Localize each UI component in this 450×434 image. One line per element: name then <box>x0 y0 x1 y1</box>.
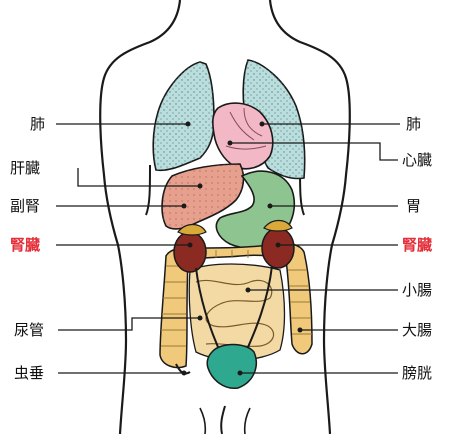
label-small-intestine: 小腸 <box>402 281 432 299</box>
label-kidney-right: 腎臓 <box>402 236 432 254</box>
label-large-intestine: 大腸 <box>402 321 432 339</box>
label-ureter: 尿管 <box>14 321 44 339</box>
label-bladder: 膀胱 <box>402 364 432 382</box>
label-appendix: 虫垂 <box>14 364 44 382</box>
kidney-left-shape <box>174 232 206 272</box>
label-stomach: 胃 <box>406 197 421 215</box>
label-heart: 心臓 <box>402 151 432 169</box>
label-lung-left: 肺 <box>30 115 45 133</box>
bladder-shape <box>207 345 256 389</box>
label-kidney-left: 腎臓 <box>10 236 40 254</box>
kidney-right-shape <box>262 228 294 268</box>
label-adrenal: 副腎 <box>10 197 40 215</box>
label-lung-right: 肺 <box>406 115 421 133</box>
label-liver: 肝臓 <box>10 159 40 177</box>
